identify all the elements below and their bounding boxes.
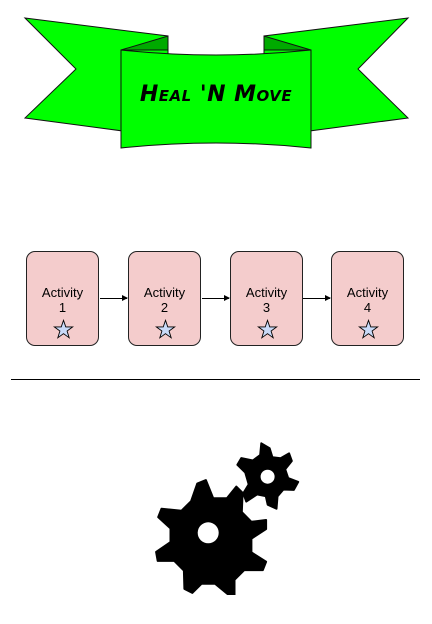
- activity-card-3[interactable]: Activity 3: [230, 251, 303, 346]
- title-banner: Heal 'N Move: [0, 0, 432, 160]
- app-title: Heal 'N Move: [139, 82, 293, 107]
- activity-label-word: Activity: [245, 285, 288, 300]
- activity-card-4[interactable]: Activity 4: [331, 251, 404, 346]
- activity-flow: Activity 1 Activity 2 Activity 3 Activit…: [26, 251, 404, 346]
- gear-hole: [260, 469, 275, 484]
- star-icon[interactable]: [155, 319, 176, 340]
- activity-card-2[interactable]: Activity 2: [128, 251, 201, 346]
- activity-label-word: Activity: [346, 285, 389, 300]
- activity-label-number: 4: [363, 300, 372, 315]
- flow-arrow: [100, 295, 128, 301]
- flow-arrow: [202, 295, 230, 301]
- activity-label-number: 1: [58, 300, 67, 315]
- flow-arrow: [303, 295, 331, 301]
- activity-label: Activity 4: [332, 285, 403, 315]
- ribbon-icon: [23, 17, 410, 149]
- activity-label-word: Activity: [41, 285, 84, 300]
- gear-hole: [197, 522, 219, 544]
- activity-label-number: 2: [160, 300, 169, 315]
- section-divider: [11, 379, 420, 380]
- activity-label: Activity 2: [129, 285, 200, 315]
- activity-card-1[interactable]: Activity 1: [26, 251, 99, 346]
- activity-label: Activity 1: [27, 285, 98, 315]
- star-icon[interactable]: [53, 319, 74, 340]
- activity-label: Activity 3: [231, 285, 302, 315]
- activity-label-word: Activity: [143, 285, 186, 300]
- activity-label-number: 3: [262, 300, 271, 315]
- gears-icon[interactable]: [150, 440, 310, 595]
- star-icon[interactable]: [358, 319, 379, 340]
- star-icon[interactable]: [257, 319, 278, 340]
